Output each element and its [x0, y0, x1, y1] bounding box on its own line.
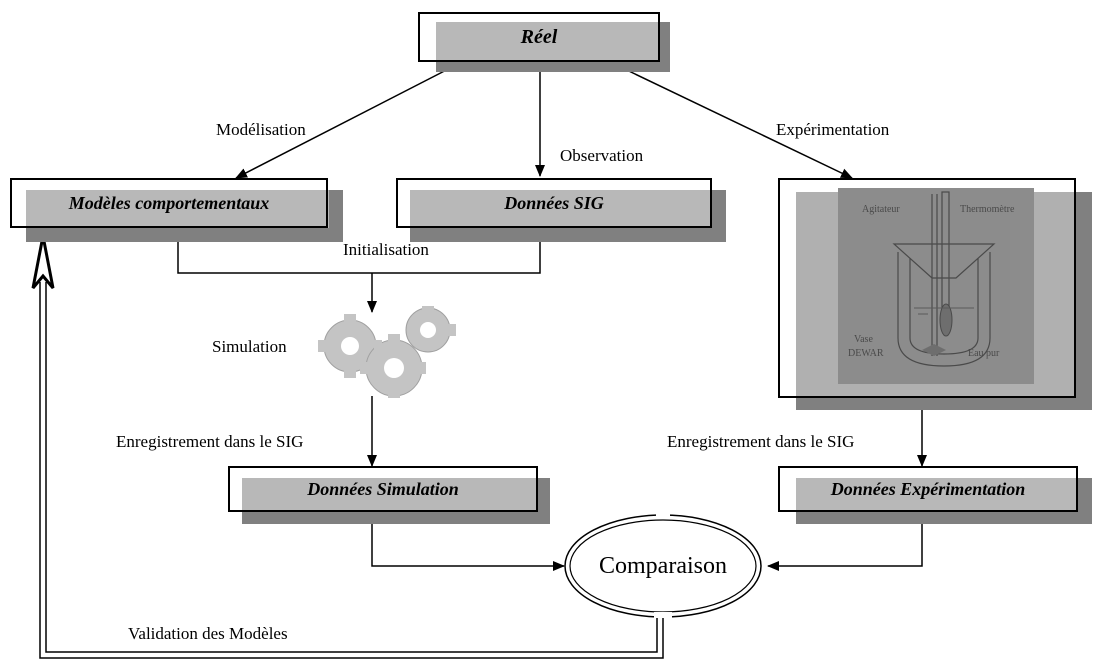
- edge-experimentation-comparaison: [767, 512, 923, 571]
- edge-modelisation: [235, 61, 463, 179]
- label-eau: Eau pur: [968, 348, 1000, 359]
- edge-simulation-comparaison: [371, 512, 565, 571]
- edge-validation-inner: [39, 282, 664, 659]
- node-modeles-label: Modèles comportementaux: [68, 192, 270, 213]
- edge-validation-outer: [45, 282, 658, 653]
- node-comparaison-label: Comparaison: [599, 553, 727, 579]
- node-donnees-sig-label: Données SIG: [504, 192, 604, 213]
- label-modelisation: Modélisation: [216, 120, 306, 139]
- edge-experimentation: [609, 61, 853, 179]
- label-simulation: Simulation: [212, 337, 287, 356]
- label-observation: Observation: [560, 146, 644, 165]
- validation-arrowhead: [31, 235, 55, 289]
- label-enregistrement-simulation: Enregistrement dans le SIG: [116, 432, 304, 451]
- node-reel-label: Réel: [520, 25, 558, 48]
- label-dewar: DEWAR: [848, 348, 884, 359]
- label-initialisation: Initialisation: [343, 240, 429, 259]
- edge-initialisation: [177, 228, 541, 274]
- label-enregistrement-experimentation: Enregistrement dans le SIG: [667, 432, 855, 451]
- dewar-apparatus-illustration: Agitateur Thermomètre Vase DEWAR Eau pur: [838, 188, 1034, 384]
- label-experimentation: Expérimentation: [776, 120, 890, 139]
- label-vase: Vase: [854, 334, 873, 345]
- label-agitateur: Agitateur: [862, 204, 900, 215]
- label-thermometre: Thermomètre: [960, 204, 1015, 215]
- node-donnees-experimentation-label: Données Expérimentation: [830, 478, 1026, 499]
- label-validation: Validation des Modèles: [128, 624, 288, 643]
- gears-icon: [312, 306, 462, 398]
- node-donnees-simulation-label: Données Simulation: [307, 478, 459, 499]
